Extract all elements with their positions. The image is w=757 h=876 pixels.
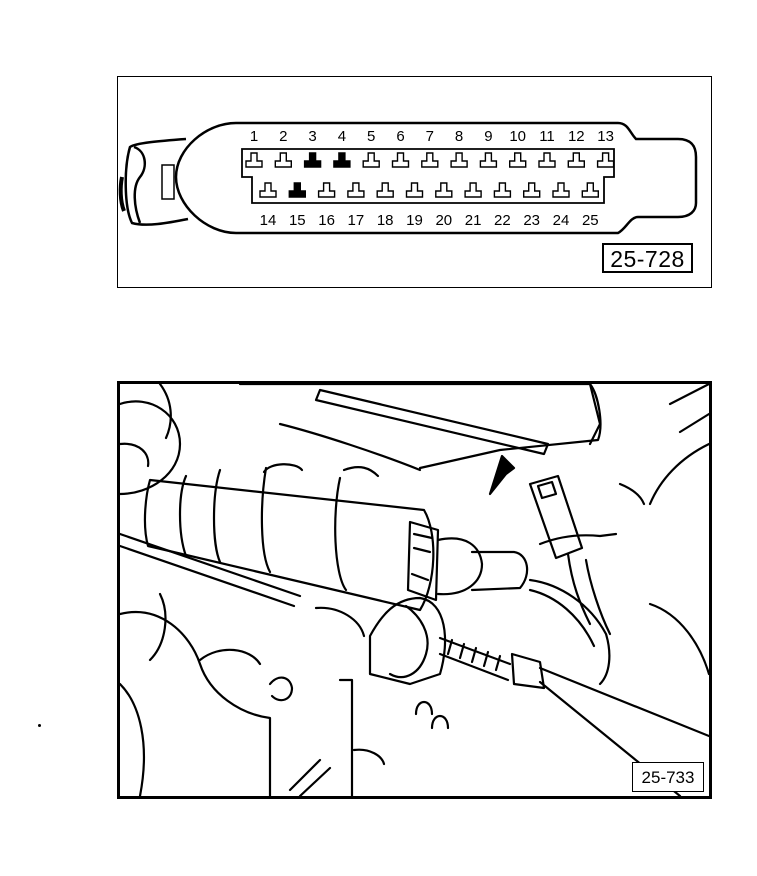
terminal-open-icon bbox=[450, 152, 468, 168]
pin-number: 13 bbox=[597, 128, 614, 145]
pin-number: 11 bbox=[539, 128, 555, 145]
pin-number: 18 bbox=[377, 212, 394, 229]
cover-rib bbox=[314, 388, 550, 456]
engine-bay-drawing bbox=[120, 384, 709, 796]
terminal-open-icon bbox=[274, 152, 292, 168]
cylinder-body bbox=[143, 478, 435, 612]
pin-number: 19 bbox=[406, 212, 423, 229]
terminal-filled-icon bbox=[303, 152, 322, 168]
terminal-open-icon bbox=[538, 152, 556, 168]
pin-number: 9 bbox=[484, 128, 492, 145]
pin-numbers-bottom: 14 15 16 17 18 19 20 21 22 23 24 25 bbox=[260, 212, 599, 229]
pin-number: 2 bbox=[279, 128, 287, 145]
terminal-open-icon bbox=[391, 152, 410, 168]
figure-label-25-733: 25-733 bbox=[632, 762, 704, 792]
pin-number: 24 bbox=[553, 212, 570, 229]
pin-number: 23 bbox=[523, 212, 540, 229]
terminal-open-icon bbox=[479, 152, 498, 168]
pin-number: 10 bbox=[509, 128, 526, 145]
cable-icon bbox=[118, 137, 189, 226]
engine-bay-figure: 25-733 bbox=[117, 381, 712, 799]
lower-block bbox=[120, 611, 272, 796]
pin-row-top bbox=[245, 152, 615, 168]
pin-number: 15 bbox=[289, 212, 306, 229]
left-structure bbox=[120, 400, 182, 496]
terminal-filled-icon bbox=[333, 152, 351, 168]
pin-number: 22 bbox=[494, 212, 511, 229]
sensor-connector bbox=[528, 474, 584, 560]
terminal-open-icon bbox=[493, 182, 512, 198]
terminal-open-icon bbox=[362, 152, 380, 168]
terminal-open-icon bbox=[405, 182, 424, 198]
terminal-open-icon bbox=[347, 182, 365, 198]
plug-end bbox=[406, 520, 440, 602]
terminal-open-icon bbox=[317, 182, 336, 198]
figure-label-25-728: 25-728 bbox=[602, 243, 693, 273]
terminal-open-icon bbox=[523, 182, 541, 198]
terminal-open-icon bbox=[596, 152, 615, 168]
pin-number: 12 bbox=[568, 128, 585, 145]
terminal-open-icon bbox=[567, 152, 585, 168]
terminal-open-icon bbox=[259, 182, 277, 198]
terminal-open-icon bbox=[245, 152, 263, 168]
terminal-open-icon bbox=[581, 182, 599, 198]
pin-number: 1 bbox=[250, 128, 258, 145]
pin-number: 21 bbox=[465, 212, 482, 229]
terminal-open-icon bbox=[552, 182, 570, 198]
upper-cover bbox=[238, 384, 602, 470]
connector-housing bbox=[174, 121, 698, 235]
pin-number: 3 bbox=[308, 128, 316, 145]
arrow-pointer-icon bbox=[488, 454, 516, 496]
terminal-open-icon bbox=[376, 182, 394, 198]
pin-number: 8 bbox=[455, 128, 463, 145]
pin-number: 16 bbox=[318, 212, 335, 229]
terminal-open-icon bbox=[464, 182, 482, 198]
diagonal-rod bbox=[120, 532, 302, 608]
mounting-bracket bbox=[368, 596, 447, 686]
pin-number: 25 bbox=[582, 212, 599, 229]
pin-number: 6 bbox=[396, 128, 404, 145]
right-structure bbox=[648, 442, 709, 506]
pin-number: 7 bbox=[426, 128, 434, 145]
pin-row-bottom bbox=[259, 182, 599, 198]
terminal-open-icon bbox=[509, 152, 527, 168]
stray-mark bbox=[38, 724, 41, 727]
pin-frame bbox=[241, 148, 615, 204]
terminal-open-icon bbox=[435, 182, 453, 198]
pin-number: 20 bbox=[435, 212, 452, 229]
terminal-filled-icon bbox=[288, 182, 306, 198]
pin-number: 4 bbox=[338, 128, 346, 145]
wire-harness bbox=[528, 578, 611, 686]
pin-number: 17 bbox=[348, 212, 365, 229]
terminal-open-icon bbox=[421, 152, 439, 168]
pin-number: 14 bbox=[260, 212, 277, 229]
pin-number: 5 bbox=[367, 128, 375, 145]
